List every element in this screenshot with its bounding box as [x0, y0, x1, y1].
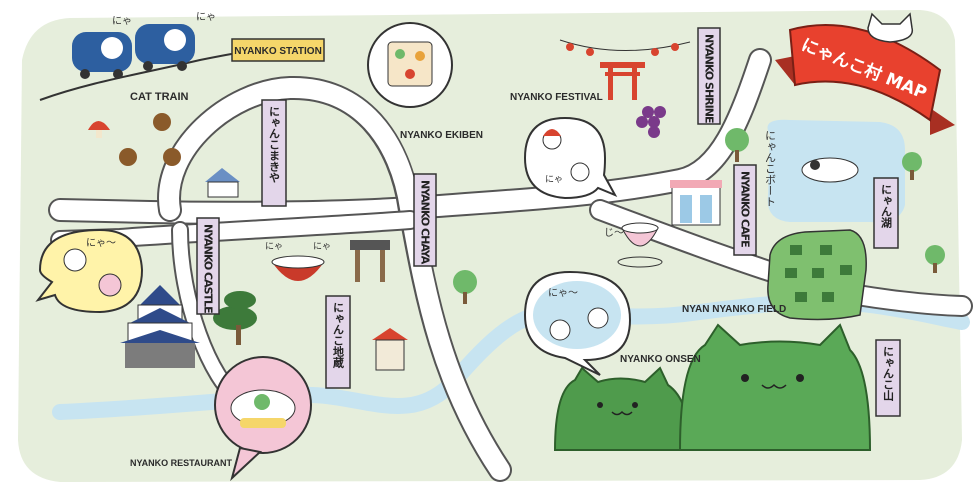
label-nyanko-restaurant: NYANKO RESTAURANT	[130, 458, 233, 468]
tree	[725, 128, 749, 162]
cafe-cup	[617, 222, 663, 268]
banner-cat-icon	[867, 12, 914, 43]
sound-nya-festival: にゃ	[545, 174, 563, 185]
onsen-bubble	[523, 270, 632, 376]
sound-nya-2: にゃ	[196, 11, 216, 23]
shrine-gate-small	[350, 240, 390, 282]
label-nyanko-festival: NYANKO FESTIVAL	[510, 92, 603, 103]
tag-nyanko-shrine: NYANKO SHRINE	[697, 27, 721, 125]
label-boat: にゃんこボート	[764, 130, 777, 207]
label-nyanko-cafe: NYANKO CAFE	[739, 171, 752, 247]
label-nyan-nyanko-field: NYAN NYANKO FIELD	[682, 304, 786, 315]
tag-nyanko-chaya: NYANKO CHAYA	[413, 173, 437, 267]
tree	[902, 152, 922, 180]
tree	[453, 270, 477, 304]
cat-boat	[801, 157, 859, 183]
label-nyanko-onsen: NYANKO ONSEN	[620, 354, 701, 365]
sound-nya-bowl-2: にゃ	[313, 241, 331, 252]
grapes-icon	[636, 106, 666, 138]
pink-bubble-left	[35, 228, 144, 314]
chestnut-icon	[119, 113, 181, 166]
festival-lanterns	[559, 39, 691, 56]
nyanko-mountain-large	[678, 323, 872, 451]
cat-train-car	[135, 24, 195, 71]
tree	[925, 245, 945, 273]
tag-nyanko-castle: NYANKO CASTLE	[196, 217, 220, 315]
festival-bubble	[523, 116, 618, 200]
sound-nyaa: にゃ〜	[86, 237, 116, 249]
tag-mountain: にゃんこ山	[875, 339, 901, 417]
tag-nyanko-cafe: NYANKO CAFE	[733, 164, 757, 256]
bowl-of-cats	[271, 255, 325, 281]
sound-nya-1: にゃ	[112, 15, 132, 27]
jizo-shrine	[372, 328, 408, 371]
cat-train-car	[72, 32, 132, 79]
tag-jizo: にゃんこ地蔵	[325, 295, 351, 389]
label-cat-train: CAT TRAIN	[130, 91, 189, 103]
tag-lake: にゃん湖	[873, 177, 899, 249]
tag-makiya: にゃんこまきや	[261, 99, 287, 207]
label-makiya: にゃんこまきや	[268, 106, 281, 183]
label-nyanko-station: NYANKO STATION	[234, 46, 322, 57]
label-nyanko-chaya: NYANKO CHAYA	[419, 180, 432, 265]
restaurant-bubble	[214, 356, 312, 482]
label-lake: にゃん湖	[880, 184, 893, 229]
station-sign	[231, 38, 325, 62]
sound-nyaa-onsen: にゃ〜	[548, 287, 578, 299]
pine-tree	[213, 291, 257, 345]
label-mountain: にゃんこ山	[882, 346, 895, 402]
torii-gate-icon	[600, 62, 645, 100]
sound-nya-bowl-1: にゃ	[265, 241, 283, 252]
label-nyanko-ekiben: NYANKO EKIBEN	[400, 130, 483, 141]
house-icon	[205, 168, 240, 198]
castle-icon	[120, 285, 200, 368]
label-nyanko-castle: NYANKO CASTLE	[202, 224, 215, 313]
cafe-building	[670, 180, 722, 226]
label-jizo: にゃんこ地蔵	[332, 302, 345, 369]
mushroom-icon	[88, 121, 110, 138]
ekiben-bubble	[367, 22, 453, 108]
label-nyanko-shrine: NYANKO SHRINE	[703, 34, 716, 123]
sound-ji: じ〜	[604, 227, 624, 239]
nyan-nyanko-field	[767, 229, 867, 321]
